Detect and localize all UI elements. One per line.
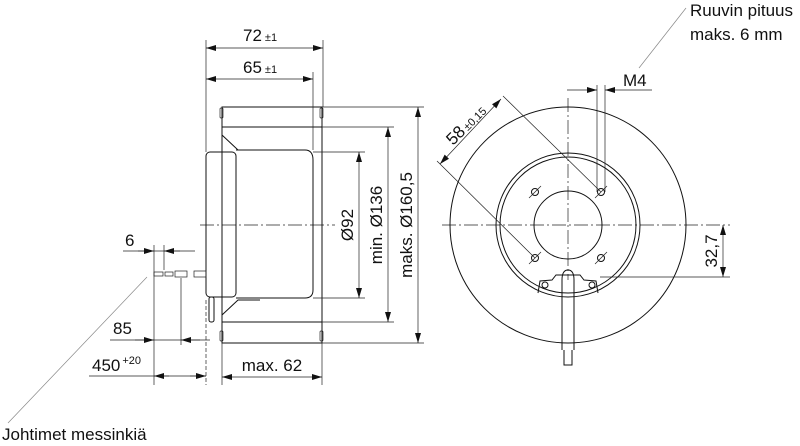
front-view: 58±0,15 M4 Ruuvin pituus maks. 6 mm 32,7 — [436, 1, 793, 366]
dim-max62-label: max. 62 — [242, 356, 302, 375]
thread-m4-label: M4 — [623, 71, 647, 90]
mounting-hole-icon — [528, 185, 542, 199]
hub-circle — [533, 190, 603, 260]
impeller-outline — [221, 106, 323, 344]
motor-ring-inner — [499, 156, 637, 294]
dia-160-label: maks. Ø160,5 — [397, 172, 416, 278]
dim-32-7-label: 32,7 — [702, 234, 721, 267]
dim-450-label: 450+20 — [92, 355, 141, 375]
wire-leads — [153, 270, 207, 278]
screw-note-line2: maks. 6 mm — [690, 25, 783, 44]
motor-body — [236, 149, 314, 299]
screw-note-line1: Ruuvin pituus — [690, 1, 793, 20]
dim-6-label: 6 — [125, 231, 134, 250]
impeller-outer-circle — [449, 106, 687, 344]
wire-note: Johtimet messinkiä — [2, 425, 147, 444]
dim-72-label: 72±1 — [243, 26, 277, 45]
dim-line-58 — [439, 98, 502, 165]
wire-note-leader — [7, 276, 148, 424]
screw-note-leader — [638, 7, 687, 69]
dim-85-label: 85 — [113, 319, 132, 338]
dim-65-label: 65±1 — [243, 58, 277, 77]
motor-cap — [205, 151, 237, 298]
dia-136-label: min. Ø136 — [367, 186, 386, 264]
motor-ring-outer — [495, 152, 641, 298]
cable-bracket — [537, 269, 599, 366]
dia-92-label: Ø92 — [338, 209, 357, 241]
mounting-hole-icon — [594, 251, 608, 265]
dim-58-label: 58±0,15 — [442, 101, 490, 149]
side-view: 72±1 65±1 Ø92 min. Ø136 maks. Ø160,5 max… — [2, 26, 424, 444]
